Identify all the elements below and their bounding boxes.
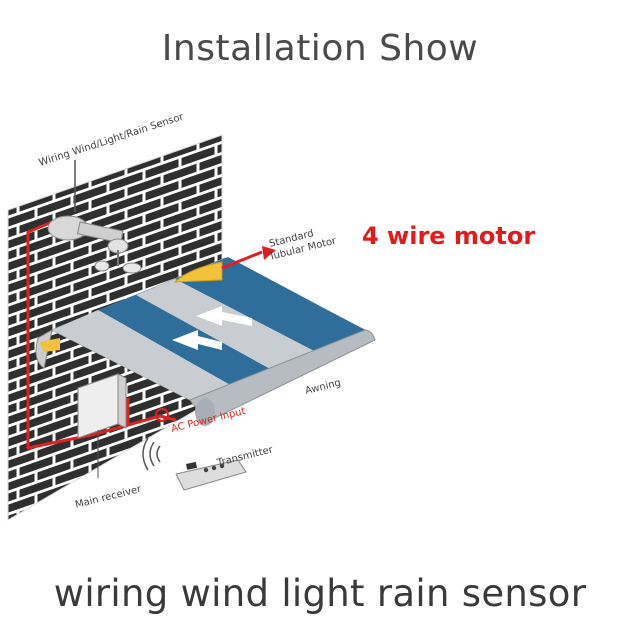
retract-arrow-icon bbox=[196, 306, 252, 326]
diagram-caption: wiring wind light rain sensor bbox=[53, 572, 587, 615]
signal-icon bbox=[142, 437, 161, 471]
label-receiver: Main receiver bbox=[74, 484, 143, 511]
sensor-icon bbox=[47, 160, 142, 274]
wiring bbox=[26, 220, 177, 450]
receiver-icon bbox=[77, 373, 127, 478]
diagram-title: Installation Show bbox=[161, 28, 479, 69]
label-transmitter: Transmitter bbox=[215, 444, 275, 469]
remote-icon bbox=[175, 459, 247, 491]
power-connector-icon bbox=[155, 408, 169, 422]
motor-icon bbox=[173, 246, 276, 283]
motor-note: 4 wire motor bbox=[362, 222, 536, 250]
label-awning: Awning bbox=[304, 377, 342, 396]
extend-arrow-icon bbox=[172, 330, 222, 350]
awning bbox=[35, 257, 376, 426]
